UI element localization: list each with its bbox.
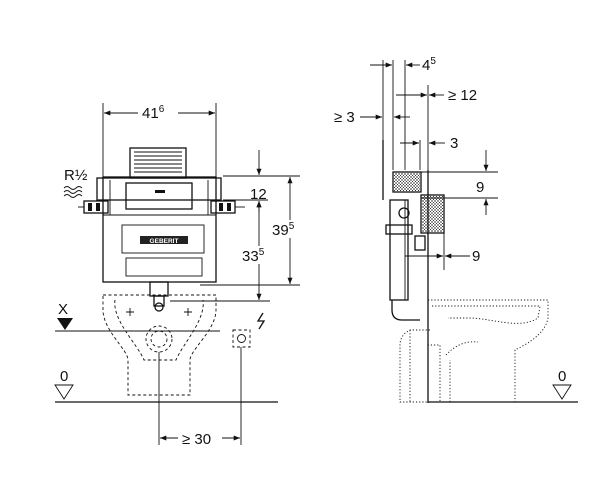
dim-ge-12-label: ≥ 12 (448, 87, 477, 104)
dim-33-5-label: 335 (242, 247, 265, 265)
floor-level-front: 0 (54, 368, 278, 403)
min-spacing-dimension: ≥ 30 (158, 352, 240, 448)
side-frame (382, 140, 445, 403)
level-triangle-icon (54, 384, 74, 400)
side-top-dimensions: 45 ≥ 12 ≥ 3 3 (334, 56, 477, 170)
lightning-icon (256, 312, 266, 330)
electrical-socket (232, 312, 266, 445)
dim-12-label: 12 (250, 186, 267, 203)
wc-pan-side (399, 299, 549, 403)
wc-pan-front (102, 294, 217, 396)
dim-ge-3-label: ≥ 3 (334, 109, 355, 126)
dim-9-lower-label: 9 (472, 248, 480, 265)
level-triangle-icon (552, 384, 572, 400)
x-level-label: X (58, 301, 68, 318)
cistern-frame: GEBERIT (78, 147, 245, 312)
floor-level-side: 0 (428, 368, 578, 403)
thread-label: R½ (64, 167, 88, 184)
water-wave-icon (63, 186, 83, 198)
dim-9-upper-label: 9 (476, 179, 484, 196)
front-view: 416 GEBERIT (54, 103, 306, 448)
brand-logo-icon (140, 236, 188, 244)
height-dimensions: 12 395 335 (170, 150, 306, 302)
water-supply: R½ (63, 167, 88, 198)
min-spacing-label: ≥ 30 (182, 431, 211, 448)
brand-logo-text: GEBERIT (150, 238, 179, 245)
dim-3-label: 3 (450, 135, 458, 152)
dim-39-5-label: 395 (272, 221, 295, 239)
width-dimension: 416 (102, 103, 217, 180)
dim-4-5-label: 45 (422, 56, 436, 74)
finished-level: X (55, 301, 220, 332)
width-dim-label: 416 (142, 104, 165, 122)
side-floor-zero-label: 0 (558, 368, 566, 385)
level-triangle-icon (57, 318, 73, 330)
floor-zero-label: 0 (60, 368, 68, 385)
side-right-dimensions: 9 9 (405, 150, 498, 270)
side-view: 45 ≥ 12 ≥ 3 3 (334, 56, 578, 403)
